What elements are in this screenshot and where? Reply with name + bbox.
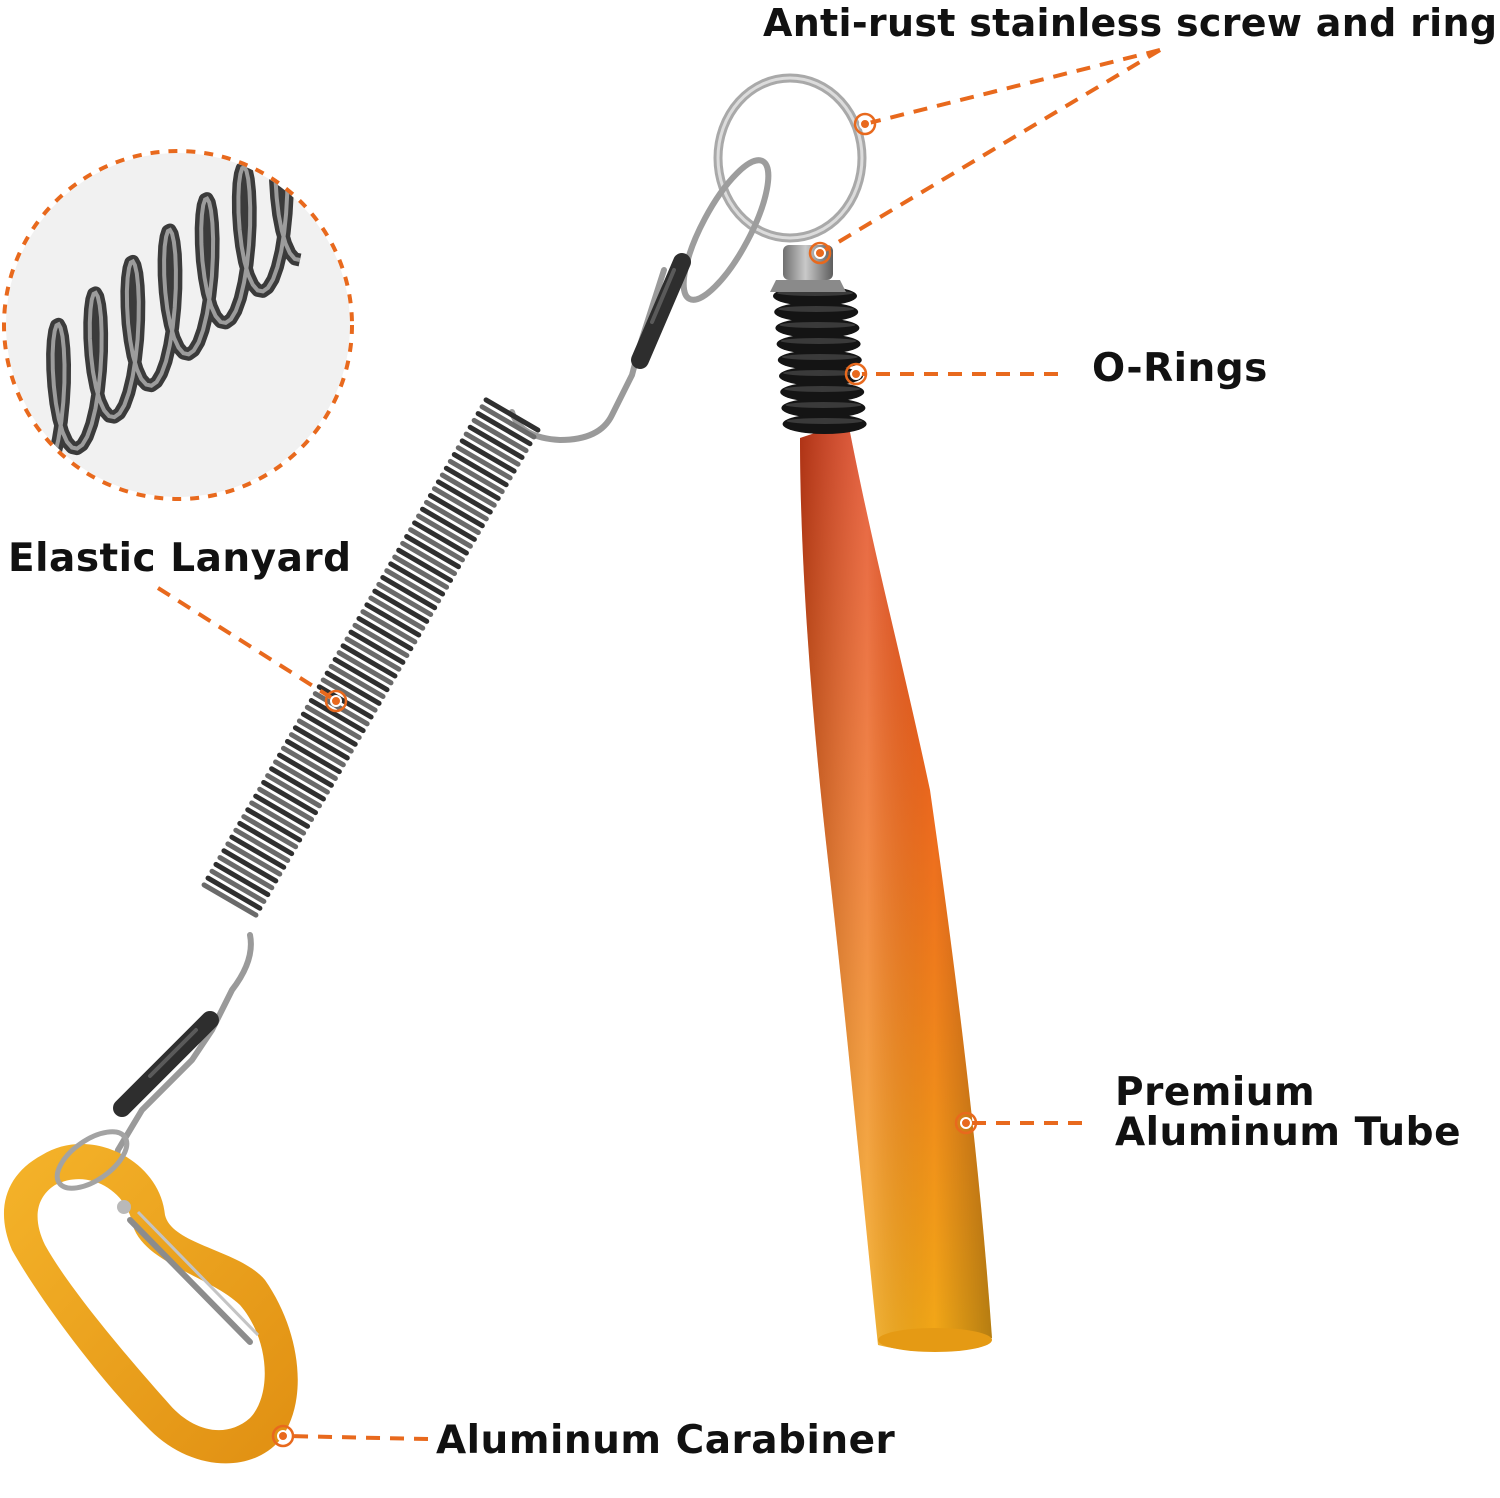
label-aluminum-carabiner: Aluminum Carabiner	[436, 1418, 896, 1463]
label-o-rings: O-Rings	[1092, 346, 1268, 391]
o-ring-highlight	[783, 370, 859, 376]
o-rings	[773, 286, 867, 434]
coil-turn	[443, 465, 501, 501]
coil-turn	[376, 581, 434, 618]
coil-turn	[368, 595, 426, 631]
coil-zoom-circle	[2, 149, 354, 501]
coil-turn	[447, 458, 505, 495]
coil-turn	[237, 820, 295, 857]
coil-turn	[201, 882, 259, 918]
coil-turn	[356, 616, 414, 652]
coil-turn	[471, 417, 529, 454]
coil-zoom-highlight	[38, 153, 301, 482]
label-premium-line2: Aluminum Tube	[1115, 1110, 1462, 1155]
coil-turn	[292, 725, 350, 761]
o-ring-highlight	[784, 386, 861, 392]
label-premium-aluminum-tube: Premium Aluminum Tube	[1115, 1073, 1461, 1153]
coil-turn	[296, 718, 354, 754]
coil-turn	[483, 397, 541, 433]
coil-turn	[451, 452, 509, 488]
o-ring-highlight	[785, 402, 862, 408]
o-ring-highlight	[786, 418, 863, 424]
coil-turn	[324, 670, 382, 706]
aluminum-tube	[800, 422, 992, 1352]
coil-turn	[213, 861, 271, 898]
label-premium-line1: Premium	[1115, 1070, 1316, 1115]
o-ring-highlight	[780, 338, 857, 344]
coil-zoom-detail	[36, 153, 302, 486]
coil-turn	[281, 745, 338, 781]
coil-turn	[209, 868, 267, 904]
coil-turn	[241, 814, 299, 850]
coil-turn	[304, 704, 362, 740]
coil-turn	[344, 636, 402, 672]
coil-turn	[364, 602, 422, 638]
coil-turn	[265, 773, 322, 809]
coil-turn	[416, 513, 473, 549]
coil-turn	[261, 779, 319, 816]
coil-turn	[221, 848, 279, 884]
coil-turn	[320, 677, 378, 713]
coil-turn	[205, 875, 263, 911]
o-ring-highlight	[778, 306, 855, 312]
heat-shrink	[113, 253, 691, 1117]
label-anti-rust-screw-ring: Anti-rust stainless screw and ring	[763, 1, 1498, 45]
coil-turn	[269, 766, 326, 802]
coil-turn	[400, 540, 458, 577]
coil-turn	[408, 527, 465, 563]
coil-turn	[288, 732, 346, 768]
coil-turn	[253, 793, 311, 829]
coil-turn	[332, 656, 390, 693]
o-ring-highlight	[779, 322, 856, 328]
coil-turn	[467, 424, 525, 460]
coil-turn	[388, 561, 446, 597]
coil-turn	[348, 629, 406, 665]
coil-turn	[463, 431, 521, 467]
leader-lines	[156, 48, 1162, 1441]
carabiner	[3, 1129, 298, 1464]
label-elastic-lanyard: Elastic Lanyard	[8, 536, 352, 581]
coil-turn	[360, 609, 418, 645]
leader-dots	[271, 112, 978, 1448]
coil-turn	[233, 827, 291, 863]
coil-turn	[328, 663, 386, 699]
coil-turn	[257, 786, 315, 822]
coil-turn	[336, 650, 394, 686]
coil-turn	[249, 800, 307, 836]
coil-turn	[435, 479, 493, 515]
o-ring-highlight	[781, 354, 858, 360]
coil-turn	[404, 534, 461, 570]
coil-turn	[475, 411, 533, 447]
coil-turn	[273, 759, 330, 795]
stainless-screw	[770, 245, 846, 292]
coil-turn	[308, 697, 366, 734]
coil-turn	[420, 506, 477, 542]
coil-turn	[412, 520, 469, 556]
coil-turn	[479, 404, 537, 440]
coil-turn	[217, 855, 275, 891]
coil-turn	[352, 622, 410, 659]
coil-turn	[384, 568, 442, 604]
coil-turn	[431, 486, 489, 522]
coil-turn	[459, 438, 517, 474]
coil-turn	[372, 588, 430, 624]
coil-turn	[427, 493, 485, 529]
coil-turn	[423, 499, 481, 536]
coil-turn	[225, 841, 283, 877]
coil-turn	[277, 752, 334, 788]
split-ring	[680, 73, 867, 303]
coil-turn	[380, 575, 438, 611]
coil-turn	[392, 554, 450, 590]
elastic-lanyard-coil	[201, 397, 541, 918]
coil-turn	[439, 472, 497, 508]
coil-turn	[396, 547, 454, 583]
coil-turn	[245, 807, 303, 843]
coil-turn	[340, 643, 398, 679]
coil-turn	[284, 738, 342, 775]
coil-turn	[455, 445, 513, 481]
coil-turn	[229, 834, 287, 870]
coil-turn	[300, 711, 358, 747]
